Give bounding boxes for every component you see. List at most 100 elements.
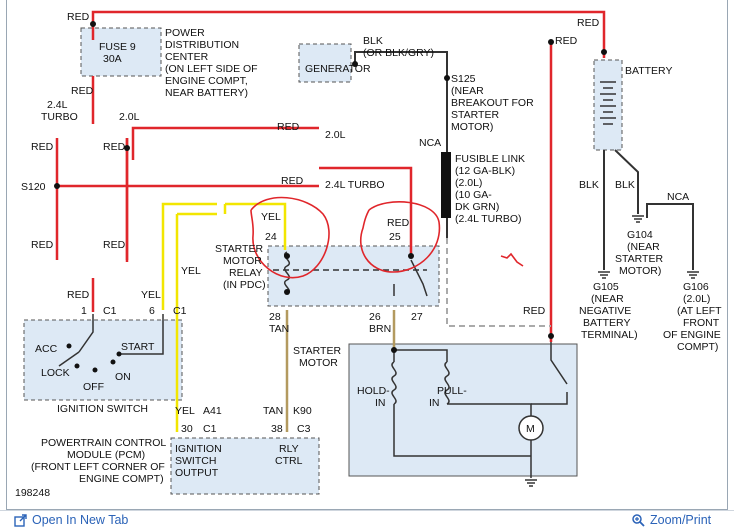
yellow-wires xyxy=(161,202,287,432)
pcm-ign-1: IGNITION xyxy=(175,443,222,455)
starter-motor-box xyxy=(348,343,578,477)
motor-m: M xyxy=(526,423,535,435)
bottom-toolbar: Open In New Tab Zoom/Print xyxy=(0,510,734,530)
red-label-left1: RED xyxy=(31,141,54,153)
nca-label-g106: NCA xyxy=(667,191,689,203)
blk-battery1: BLK xyxy=(579,179,599,191)
ignition-switch-box xyxy=(23,319,183,401)
pcm-box xyxy=(170,437,320,495)
pin-6: 6 xyxy=(149,305,155,317)
a41-label: A41 xyxy=(203,405,222,417)
two-l-label: 2.0L xyxy=(119,111,140,123)
svg-text:CENTER: CENTER xyxy=(165,51,209,63)
svg-text:(NEAR: (NEAR xyxy=(627,241,660,253)
svg-text:G104: G104 xyxy=(627,229,653,241)
splice-dots xyxy=(54,21,607,353)
yel-label-pcm: YEL xyxy=(175,405,195,417)
pdc-label: POWER DISTRIBUTION CENTER (ON LEFT SIDE … xyxy=(165,27,258,99)
ign-start: START xyxy=(121,341,155,353)
c1-ign2: C1 xyxy=(173,305,187,317)
yel-label-ign: YEL xyxy=(141,289,161,301)
svg-text:G106: G106 xyxy=(683,281,709,293)
s120-label: S120 xyxy=(21,181,46,193)
two-l-junction: 2.0L xyxy=(325,129,346,141)
open-new-tab-link[interactable]: Open In New Tab xyxy=(14,513,128,527)
yel-label-relay: YEL xyxy=(261,211,281,223)
ign-off: OFF xyxy=(83,381,104,393)
svg-text:TERMINAL): TERMINAL) xyxy=(581,329,638,341)
ignition-internals xyxy=(58,314,164,367)
motor-icon xyxy=(518,415,544,441)
svg-text:COMPT): COMPT) xyxy=(677,341,718,353)
svg-text:NEGATIVE: NEGATIVE xyxy=(579,305,631,317)
tan-wires xyxy=(285,310,396,432)
red-label-relay: RED xyxy=(387,217,410,229)
svg-text:MODULE (PCM): MODULE (PCM) xyxy=(67,449,145,461)
ignition-contacts xyxy=(66,343,122,373)
c3-pcm: C3 xyxy=(297,423,311,435)
svg-text:(2.0L): (2.0L) xyxy=(683,293,710,305)
turbo-24: 2.4L xyxy=(47,99,68,111)
starter-motor-label1: STARTER xyxy=(293,345,341,357)
g104-label: G104 (NEAR STARTER MOTOR) xyxy=(615,229,663,277)
red-label-ign: RED xyxy=(67,289,90,301)
tan-label-pcm: TAN xyxy=(263,405,283,417)
svg-text:POWERTRAIN CONTROL: POWERTRAIN CONTROL xyxy=(41,437,166,449)
fusible-link-label: FUSIBLE LINK (12 GA-BLK) (2.0L) (10 GA- … xyxy=(455,153,525,225)
starter-internals xyxy=(391,342,568,478)
svg-text:G105: G105 xyxy=(593,281,619,293)
starter-motor-label2: MOTOR xyxy=(299,357,338,369)
pcm-rly-2: CTRL xyxy=(275,455,303,467)
ground-icons xyxy=(525,215,699,487)
svg-text:BATTERY: BATTERY xyxy=(583,317,630,329)
svg-text:ENGINE COMPT): ENGINE COMPT) xyxy=(79,473,164,485)
zoom-print-link[interactable]: Zoom/Print xyxy=(632,513,711,527)
svg-text:RELAY: RELAY xyxy=(229,267,263,279)
c1-ign1: C1 xyxy=(103,305,117,317)
wiring-diagram-svg: POWER DISTRIBUTION CENTER (ON LEFT SIDE … xyxy=(15,10,722,499)
c1-pcm: C1 xyxy=(203,423,217,435)
turbo-word: TURBO xyxy=(41,111,78,123)
zoom-print-label: Zoom/Print xyxy=(650,513,712,527)
svg-text:MOTOR: MOTOR xyxy=(223,255,262,267)
pin-25: 25 xyxy=(389,231,401,243)
ign-title: IGNITION SWITCH xyxy=(57,403,148,415)
red-label-2l: RED xyxy=(277,121,300,133)
pin-26: 26 xyxy=(369,311,381,323)
pull-in-2: IN xyxy=(429,397,440,409)
pcm-ign-3: OUTPUT xyxy=(175,467,219,479)
red-label-motor: RED xyxy=(523,305,546,317)
svg-text:(FRONT LEFT CORNER OF: (FRONT LEFT CORNER OF xyxy=(31,461,165,473)
svg-text:(2.4L TURBO): (2.4L TURBO) xyxy=(455,213,522,225)
svg-text:BREAKOUT FOR: BREAKOUT FOR xyxy=(451,97,534,109)
ign-acc: ACC xyxy=(35,343,58,355)
blk-battery2: BLK xyxy=(615,179,635,191)
s125-label: S125 (NEAR BREAKOUT FOR STARTER MOTOR) xyxy=(451,73,534,133)
fuse-name: FUSE 9 xyxy=(99,41,136,53)
black-wires xyxy=(354,51,694,270)
pin-38: 38 xyxy=(271,423,283,435)
svg-text:S125: S125 xyxy=(451,73,476,85)
svg-text:(AT LEFT: (AT LEFT xyxy=(677,305,722,317)
svg-text:(10 GA-: (10 GA- xyxy=(455,189,492,201)
svg-text:STARTER: STARTER xyxy=(215,243,263,255)
svg-text:STARTER: STARTER xyxy=(451,109,499,121)
svg-text:(IN PDC): (IN PDC) xyxy=(223,279,266,291)
battery-box xyxy=(593,59,623,151)
svg-text:(ON LEFT SIDE OF: (ON LEFT SIDE OF xyxy=(165,63,258,75)
ign-on: ON xyxy=(115,371,131,383)
open-new-tab-label: Open In New Tab xyxy=(32,513,129,527)
generator-label: GENERATOR xyxy=(305,63,371,75)
fuse-amps: 30A xyxy=(103,53,122,65)
svg-text:STARTER: STARTER xyxy=(615,253,663,265)
pcm-rly-1: RLY xyxy=(279,443,299,455)
relay-label: STARTER MOTOR RELAY (IN PDC) xyxy=(215,243,266,291)
external-link-icon xyxy=(14,513,27,527)
battery-cells xyxy=(600,81,616,125)
pull-in-1: PULL- xyxy=(437,385,467,397)
svg-text:ENGINE COMPT,: ENGINE COMPT, xyxy=(165,75,248,87)
g105-label: G105 (NEAR NEGATIVE BATTERY TERMINAL) xyxy=(579,281,638,341)
generator-box xyxy=(298,43,352,83)
fusible-link xyxy=(441,152,451,218)
